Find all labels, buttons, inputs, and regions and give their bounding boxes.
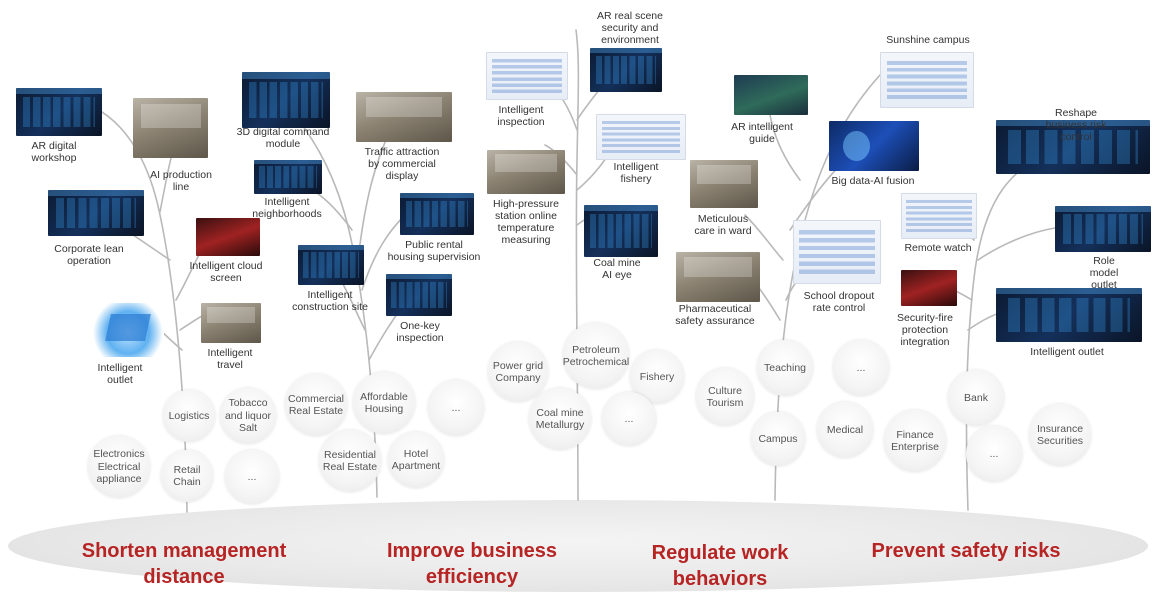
banner-shorten-management: Shorten management distance (70, 538, 298, 590)
label-ar-digital-workshop: AR digital workshop (31, 140, 77, 164)
bubble-culture-tourism: Culture Tourism (696, 368, 754, 426)
label-ar-real-scene: AR real scene security and environment (597, 10, 663, 46)
remote-watch-image (901, 193, 977, 239)
intelligent-outlet-isometric-image (92, 303, 164, 357)
intelligent-outlet-dashboard-image (996, 288, 1142, 342)
label-school-dropout: School dropout rate control (803, 290, 875, 314)
construction-site-image (298, 245, 364, 285)
ai-production-line-image (133, 98, 208, 158)
label-intelligent-outlet-left: Intelligent outlet (97, 362, 143, 386)
bubble-retail-chain: Retail Chain (161, 450, 213, 502)
bubble-campus: Campus (751, 412, 805, 466)
label-high-pressure-station: High-pressure station online temperature… (493, 198, 559, 246)
meticulous-care-image (690, 160, 758, 208)
label-public-rental: Public rental housing supervision (387, 239, 481, 263)
bubble-affordable-housing: Affordable Housing (353, 372, 415, 434)
bubble-more-tree3: ... (602, 392, 656, 446)
label-corporate-lean: Corporate lean operation (54, 243, 124, 267)
big-data-ai-image (829, 121, 919, 171)
neighborhoods-image (254, 160, 322, 194)
banner-line-2: efficiency (425, 566, 519, 588)
intelligent-fishery-image (596, 114, 686, 160)
label-intelligent-construction: Intelligent construction site (292, 289, 368, 313)
risk-control-image (996, 120, 1150, 174)
ar-real-scene-image (590, 48, 662, 92)
label-intelligent-outlet-right: Intelligent outlet (1030, 346, 1104, 358)
bubble-logistics: Logistics (163, 390, 215, 442)
bubble-more-tree2: ... (428, 380, 484, 436)
label-sunshine-campus: Sunshine campus (886, 34, 970, 46)
bubble-medical: Medical (817, 402, 873, 458)
banner-line-1: Regulate work (651, 542, 789, 564)
label-meticulous-care: Meticulous care in ward (694, 213, 752, 237)
label-remote-watch: Remote watch (904, 242, 972, 254)
bubble-residential-real-estate: Residential Real Estate (319, 430, 381, 492)
intelligent-inspection-image (486, 52, 568, 100)
corporate-lean-image (48, 190, 144, 236)
bubble-electronics: Electronics Electrical appliance (88, 436, 150, 498)
label-one-key-inspection: One-key inspection (396, 320, 444, 344)
label-intelligent-travel: Intelligent travel (207, 347, 253, 371)
label-role-model-outlet: Role model outlet (1089, 255, 1119, 291)
banner-line-1: Shorten management (81, 540, 287, 562)
label-3d-command-module: 3D digital command module (236, 126, 330, 150)
bubble-insurance-securities: Insurance Securities (1029, 404, 1091, 466)
banner-line-1: Improve business (386, 540, 558, 562)
traffic-attraction-image (356, 92, 452, 142)
bubble-finance-enterprise: Finance Enterprise (884, 410, 946, 472)
coal-mine-image (584, 205, 658, 257)
dropout-rate-image (793, 220, 881, 284)
public-rental-image (400, 193, 474, 235)
sunshine-campus-image (880, 52, 974, 108)
label-traffic-attraction: Traffic attraction by commercial display (364, 146, 440, 182)
label-ai-production-line: AI production line (150, 169, 212, 193)
ar-intelligent-guide-image (734, 75, 808, 115)
banner-prevent-risks: Prevent safety risks (855, 538, 1077, 564)
label-intelligent-fishery: Intelligent fishery (613, 161, 659, 185)
command-module-image (242, 72, 330, 128)
ground-ellipse (8, 500, 1148, 592)
label-security-fire: Security-fire protection integration (896, 312, 954, 348)
pharmaceutical-image (676, 252, 760, 302)
role-model-outlet-image (1055, 206, 1151, 252)
banner-line-1: Prevent safety risks (871, 540, 1061, 562)
bubble-coal-mine-metallurgy: Coal mine Metallurgy (529, 388, 591, 450)
banner-line-2: distance (143, 566, 225, 588)
banner-regulate-behaviors: Regulate work behaviors (630, 540, 810, 592)
label-intelligent-neighborhoods: Intelligent neighborhoods (252, 196, 322, 220)
label-intelligent-cloud-screen: Intelligent cloud screen (189, 260, 263, 284)
bubble-tobacco-liquor-salt: Tobacco and liquor Salt (220, 388, 276, 444)
banner-line-2: behaviors (672, 568, 768, 590)
bubble-power-grid: Power grid Company (488, 342, 548, 402)
banner-improve-efficiency: Improve business efficiency (372, 538, 572, 590)
label-coal-mine-ai-eye: Coal mine AI eye (593, 257, 641, 281)
one-key-inspection-image (386, 274, 452, 316)
bubble-more-tree1: ... (225, 450, 279, 504)
label-pharmaceutical: Pharmaceutical safety assurance (675, 303, 755, 327)
security-fire-image (901, 270, 957, 306)
high-pressure-station-image (487, 150, 565, 194)
intelligent-travel-image (201, 303, 261, 343)
label-reshape-risk-control: Reshape business risk control (1045, 107, 1107, 143)
ar-digital-workshop-image (16, 88, 102, 136)
bubble-commercial-real-estate: Commercial Real Estate (285, 374, 347, 436)
bubble-bank: Bank (948, 370, 1004, 426)
cloud-screen-image (196, 218, 260, 256)
bubble-teaching: Teaching (757, 340, 813, 396)
label-intelligent-inspection: Intelligent inspection (497, 104, 545, 128)
bubble-more-tree4: ... (833, 340, 889, 396)
bubble-more-tree5: ... (966, 426, 1022, 482)
label-big-data-ai: Big data-AI fusion (831, 175, 915, 187)
bubble-hotel-apartment: Hotel Apartment (388, 432, 444, 488)
bubble-petroleum: Petroleum Petrochemical (563, 323, 629, 389)
label-ar-intelligent-guide: AR intelligent guide (731, 121, 793, 145)
